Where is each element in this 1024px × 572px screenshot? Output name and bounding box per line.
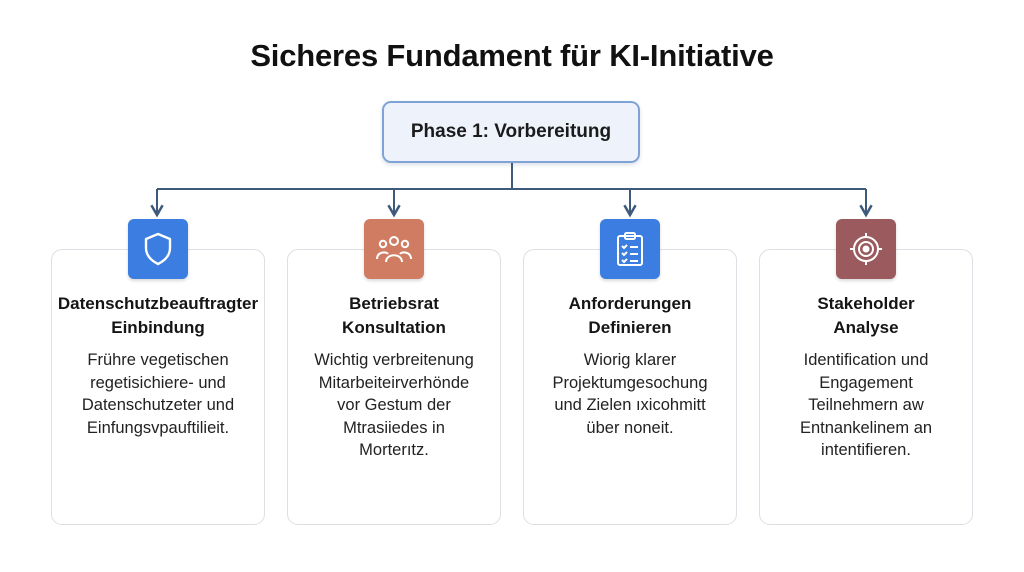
step-card-betriebsrat	[287, 249, 501, 525]
clipboard-checklist-icon	[600, 219, 660, 279]
phase-root-box: Phase 1: Vorbereitung	[382, 101, 640, 163]
phase-label: Phase 1: Vorbereitung	[410, 121, 612, 142]
diagram-title: Sicheres Fundament für KI-Initiative	[250, 38, 774, 73]
step-card-anforderungen	[523, 249, 737, 525]
target-icon	[836, 219, 896, 279]
step-card-stakeholder	[759, 249, 973, 525]
shield-icon	[128, 219, 188, 279]
people-group-icon	[364, 219, 424, 279]
step-card-datenschutz	[51, 249, 265, 525]
